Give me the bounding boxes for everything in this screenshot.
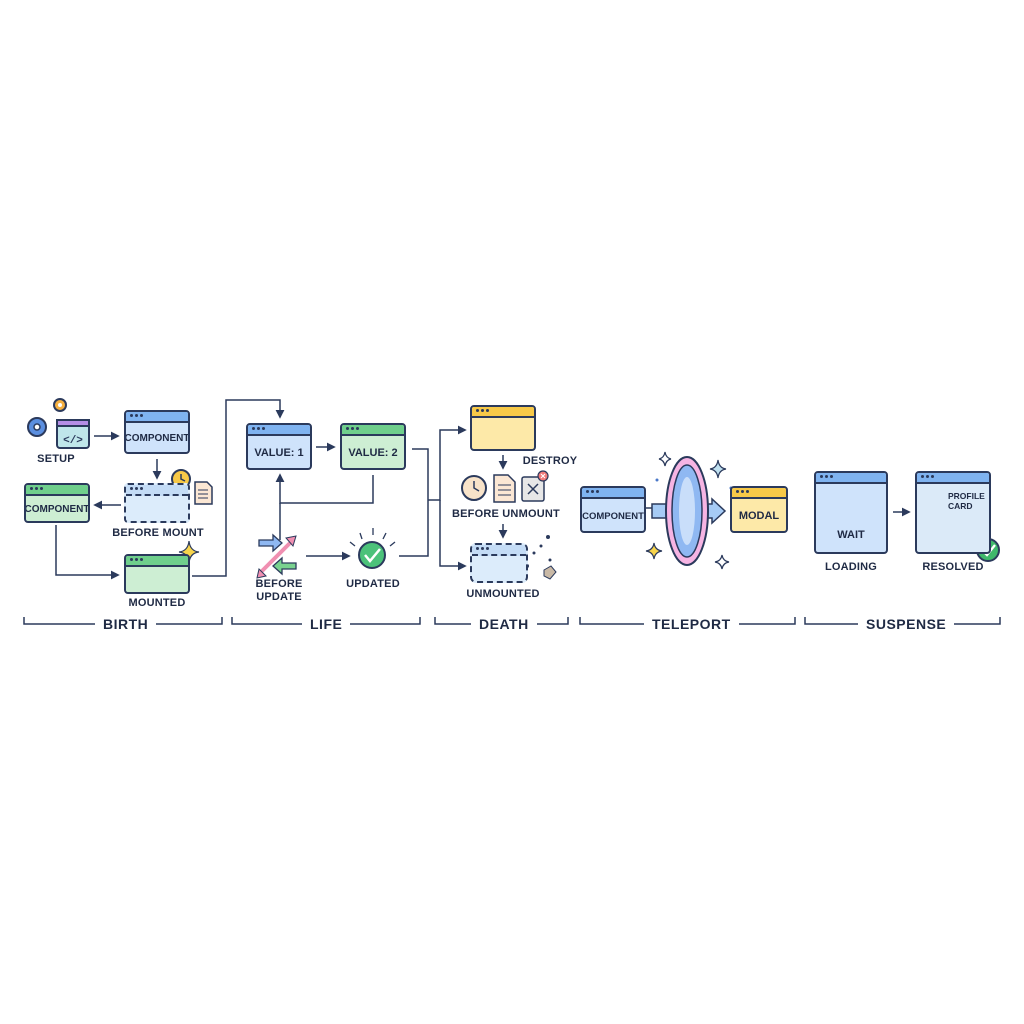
svg-text:</>: </> xyxy=(63,435,83,447)
before-unmount-label: BEFORE UNMOUNT xyxy=(452,508,560,520)
modal-window: MODAL xyxy=(730,486,788,533)
teleport-component-label: COMPONENT xyxy=(582,510,644,522)
phase-suspense: SUSPENSE xyxy=(858,615,955,633)
wait-label: WAIT xyxy=(837,529,865,541)
document-icon xyxy=(194,481,213,505)
component-label: COMPONENT xyxy=(24,504,90,515)
resolved-label: RESOLVED xyxy=(922,561,984,573)
sparkle-icon xyxy=(645,542,663,560)
before-mount-label: BEFORE MOUNT xyxy=(112,527,204,539)
before-update-label: BEFORE UPDATE xyxy=(255,578,303,603)
value-1-window: VALUE: 1 xyxy=(246,423,312,470)
updated-check-icon xyxy=(349,528,396,569)
unmount-clock-icon xyxy=(461,475,487,501)
update-arrows-icon xyxy=(256,533,297,579)
value-2-label: VALUE: 2 xyxy=(348,447,398,459)
portal-icon xyxy=(665,456,709,566)
loading-label: LOADING xyxy=(824,561,878,573)
sparkle-icon xyxy=(658,451,672,467)
sparkle-icon xyxy=(709,459,727,479)
phase-birth: BIRTH xyxy=(95,615,157,633)
profile-card-window xyxy=(915,471,991,554)
mounted-window xyxy=(124,554,190,594)
phase-life: LIFE xyxy=(302,615,351,633)
phase-death: DEATH xyxy=(471,615,537,633)
debris-icon xyxy=(525,535,557,580)
destroy-label: DESTROY xyxy=(522,455,578,467)
value-1-label: VALUE: 1 xyxy=(254,447,304,459)
phase-teleport: TELEPORT xyxy=(644,615,739,633)
unmount-document-icon xyxy=(493,474,516,503)
component-label: COMPONENT xyxy=(124,433,190,444)
setup-label: SETUP xyxy=(37,453,75,465)
destroy-close-icon xyxy=(521,470,549,502)
component-window-top: COMPONENT xyxy=(124,410,190,454)
unmounted-label: UNMOUNTED xyxy=(466,588,540,600)
mounted-label: MOUNTED xyxy=(128,597,186,609)
component-window-left: COMPONENT xyxy=(24,483,90,523)
setup-code-icon: </> xyxy=(56,419,90,449)
modal-label: MODAL xyxy=(738,510,780,522)
setup-gears-icon xyxy=(27,398,67,437)
teleport-component-window: COMPONENT xyxy=(580,486,646,533)
sparkle-icon xyxy=(714,554,730,570)
profile-card-label: PROFILE CARD xyxy=(948,491,985,511)
loading-window: WAIT xyxy=(814,471,888,554)
unmounted-window xyxy=(470,543,528,583)
updated-label: UPDATED xyxy=(346,578,400,590)
value-2-window: VALUE: 2 xyxy=(340,423,406,470)
before-mount-window xyxy=(124,483,190,523)
destroy-target-window xyxy=(470,405,536,451)
